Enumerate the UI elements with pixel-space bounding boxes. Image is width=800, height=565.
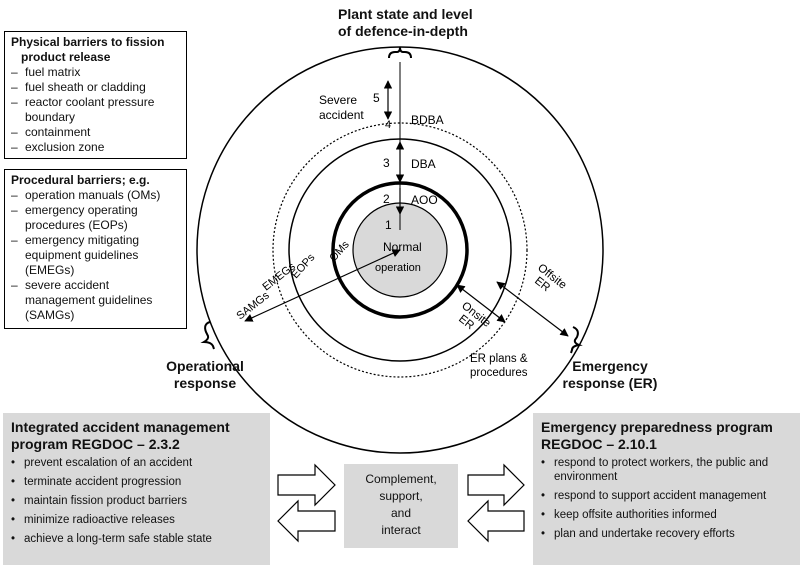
plant-state-title: Plant state and level of defence-in-dept… (338, 6, 473, 40)
emergency-preparedness-program-title: Emergency preparedness program REGDOC – … (541, 419, 794, 453)
procedural-barriers-box: Procedural barriers; e.g. operation manu… (4, 169, 187, 329)
plant-state-title-line2: of defence-in-depth (338, 23, 468, 39)
list-item: containment (11, 125, 180, 140)
emergency-response-line1: Emergency (572, 358, 648, 374)
center-line4: interact (381, 523, 421, 537)
emergency-preparedness-program-box: Emergency preparedness program REGDOC – … (533, 413, 800, 565)
accident-management-title-line2: program REGDOC – 2.3.2 (11, 436, 180, 452)
block-arrow-center-to-right (467, 463, 525, 507)
normal-operation-label-line2: operation (375, 262, 421, 274)
center-line1: Complement, (365, 472, 437, 486)
list-item: operation manuals (OMs) (11, 188, 180, 203)
normal-operation-label-line1: Normal (383, 240, 422, 254)
procedural-barriers-list: operation manuals (OMs) emergency operat… (11, 188, 180, 323)
block-arrow-right-to-center (467, 499, 525, 543)
severe-accident-label-line2: accident (319, 108, 364, 122)
left-brace (200, 321, 215, 350)
er-plans-label-line1: ER plans & (470, 353, 528, 365)
level-2-number: 2 (383, 192, 390, 206)
list-item: fuel sheath or cladding (11, 80, 180, 95)
operational-response-line1: Operational (166, 358, 244, 374)
center-line2: support, (379, 489, 423, 503)
physical-barriers-heading-line2: product release (21, 50, 111, 64)
plant-state-title-line1: Plant state and level (338, 6, 473, 22)
emergency-preparedness-title-line2: REGDOC – 2.10.1 (541, 436, 657, 452)
list-item: prevent escalation of an accident (11, 456, 264, 470)
emergency-response-label: Emergency response (ER) (556, 358, 664, 392)
right-brace (570, 326, 583, 354)
level-5-number: 5 (373, 91, 380, 105)
block-arrow-center-to-left (277, 499, 336, 543)
level-3-number: 3 (383, 156, 390, 170)
bdba-dotted-circle (272, 122, 528, 378)
list-item: terminate accident progression (11, 475, 264, 489)
severe-accident-label-line1: Severe (319, 93, 357, 107)
block-arrow-left-to-center (277, 463, 336, 507)
operational-response-line2: response (173, 375, 237, 391)
accident-management-title-line1: Integrated accident management (11, 419, 230, 435)
operational-response-arrow (244, 249, 401, 322)
er-plans-label-line2: procedures (470, 367, 528, 379)
top-brace (388, 46, 412, 59)
level-4-number: 4 (385, 119, 391, 131)
list-item: minimize radioactive releases (11, 513, 264, 527)
offsite-er-arrow (496, 281, 569, 337)
oms-label: OMs (327, 238, 352, 264)
list-item: severe accident management guidelines (S… (11, 278, 180, 323)
level-1-number: 1 (385, 218, 392, 232)
accident-management-program-box: Integrated accident management program R… (3, 413, 270, 565)
list-item: keep offsite authorities informed (541, 508, 794, 522)
physical-barriers-heading-line1: Physical barriers to fission (11, 35, 165, 49)
list-item: maintain fission product barriers (11, 494, 264, 508)
list-item: plan and undertake recovery efforts (541, 527, 794, 541)
emergency-preparedness-list: respond to protect workers, the public a… (541, 456, 794, 541)
list-item: respond to protect workers, the public a… (541, 456, 794, 484)
dba-label: DBA (411, 157, 436, 171)
list-item: emergency operating procedures (EOPs) (11, 203, 180, 233)
procedural-barriers-heading: Procedural barriers; e.g. (11, 173, 150, 187)
physical-barriers-box: Physical barriers to fission product rel… (4, 31, 187, 159)
bdba-label: BDBA (411, 113, 444, 127)
accident-management-list: prevent escalation of an accident termin… (11, 456, 264, 546)
list-item: respond to support accident management (541, 489, 794, 503)
list-item: reactor coolant pressure boundary (11, 95, 180, 125)
physical-barriers-list: fuel matrix fuel sheath or cladding reac… (11, 65, 180, 155)
accident-management-program-title: Integrated accident management program R… (11, 419, 264, 453)
aoo-label: AOO (411, 193, 438, 207)
operational-response-label: Operational response (150, 358, 260, 392)
list-item: emergency mitigating equipment guideline… (11, 233, 180, 278)
emergency-preparedness-title-line1: Emergency preparedness program (541, 419, 773, 435)
list-item: achieve a long-term safe stable state (11, 532, 264, 546)
emergency-response-line2: response (ER) (562, 375, 658, 391)
center-line3: and (390, 506, 412, 520)
complement-support-interact-box: Complement, support, and interact (344, 464, 458, 548)
list-item: exclusion zone (11, 140, 180, 155)
list-item: fuel matrix (11, 65, 180, 80)
